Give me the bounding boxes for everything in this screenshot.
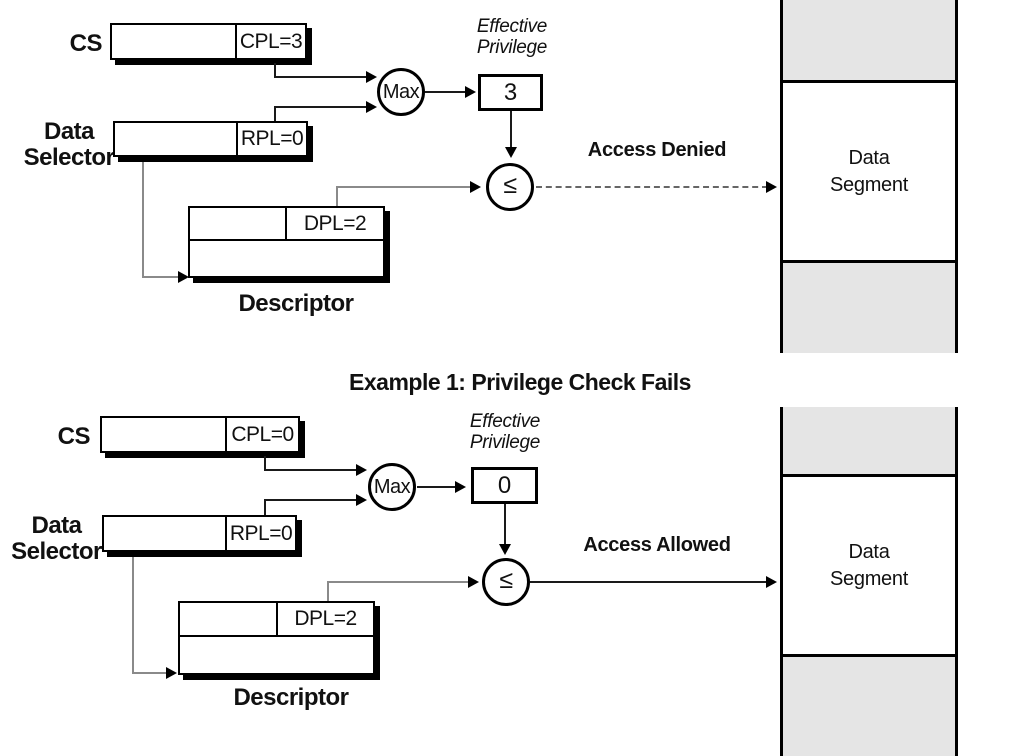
selector-to-max-connector bbox=[274, 107, 276, 121]
arrowhead-icon bbox=[178, 271, 189, 283]
data-selector-box: RPL=0 bbox=[102, 515, 297, 552]
effective-privilege-label-line1: Effective bbox=[469, 411, 541, 432]
arrowhead-icon bbox=[468, 576, 479, 588]
data-selector-label-line1: Data bbox=[31, 512, 82, 539]
comparator-node: ≤ bbox=[482, 558, 530, 606]
effective-privilege-label: Effective Privilege bbox=[462, 16, 562, 58]
data-selector-label-line2: Selector bbox=[23, 144, 115, 171]
cs-to-max-connector bbox=[264, 456, 266, 471]
arrowhead-icon bbox=[766, 181, 777, 193]
arrowhead-icon bbox=[366, 71, 377, 83]
data-segment-label-line1: Data bbox=[848, 540, 890, 563]
cpl-field: CPL=0 bbox=[225, 418, 298, 451]
dpl-field: DPL=2 bbox=[285, 208, 383, 239]
data-segment-cell: Data Segment bbox=[783, 83, 955, 263]
data-selector-label: Data Selector bbox=[20, 119, 118, 171]
data-selector-label: Data Selector bbox=[9, 513, 104, 565]
max-operator-node: Max bbox=[368, 463, 416, 511]
descriptor-upper-row: DPL=2 bbox=[190, 208, 383, 241]
descriptor-label: Descriptor bbox=[238, 290, 354, 317]
descriptor-to-comparator-connector bbox=[327, 581, 329, 601]
memory-column: Data Segment bbox=[780, 407, 958, 756]
arrowhead-icon bbox=[356, 464, 367, 476]
arrowhead-icon bbox=[470, 181, 481, 193]
data-segment-label-line2: Segment bbox=[830, 173, 908, 196]
access-allowed-line bbox=[530, 581, 768, 583]
cs-selector-box: CPL=3 bbox=[110, 23, 307, 60]
arrowhead-icon bbox=[356, 494, 367, 506]
comparator-node: ≤ bbox=[486, 163, 534, 211]
cpl-field: CPL=3 bbox=[235, 25, 305, 58]
cs-register-label: CS bbox=[57, 423, 91, 450]
descriptor-to-comparator-connector bbox=[336, 186, 338, 206]
rpl-field: RPL=0 bbox=[236, 123, 306, 155]
value-to-comparator-connector bbox=[504, 504, 506, 546]
memory-segment-other bbox=[783, 657, 955, 756]
arrowhead-icon bbox=[455, 481, 466, 493]
rpl-field: RPL=0 bbox=[225, 517, 295, 550]
arrowhead-icon bbox=[366, 101, 377, 113]
descriptor-to-comparator-connector bbox=[327, 581, 468, 583]
data-selector-box: RPL=0 bbox=[113, 121, 308, 157]
cs-selector-box: CPL=0 bbox=[100, 416, 300, 453]
max-operator-node: Max bbox=[377, 68, 425, 116]
selector-to-descriptor-connector bbox=[132, 557, 134, 673]
selector-to-max-connector bbox=[264, 500, 266, 515]
data-selector-label-line1: Data bbox=[43, 118, 95, 145]
cs-to-max-connector bbox=[274, 63, 276, 78]
effective-privilege-value-box: 0 bbox=[471, 467, 538, 504]
effective-privilege-label: Effective Privilege bbox=[455, 411, 555, 453]
arrowhead-icon bbox=[499, 544, 511, 555]
arrowhead-icon bbox=[766, 576, 777, 588]
arrowhead-icon bbox=[465, 86, 476, 98]
memory-segment-other bbox=[783, 0, 955, 83]
memory-segment-other bbox=[783, 263, 955, 353]
descriptor-upper-row: DPL=2 bbox=[180, 603, 373, 637]
cs-register-label: CS bbox=[69, 30, 103, 57]
selector-to-descriptor-connector bbox=[132, 672, 166, 674]
memory-column: Data Segment bbox=[780, 0, 958, 353]
effective-privilege-label-line1: Effective bbox=[476, 16, 548, 37]
selector-to-descriptor-connector bbox=[142, 276, 178, 278]
descriptor-box: DPL=2 bbox=[188, 206, 385, 278]
descriptor-label: Descriptor bbox=[233, 684, 349, 711]
effective-privilege-label-line2: Privilege bbox=[469, 432, 541, 453]
selector-to-max-connector bbox=[274, 106, 368, 108]
max-to-value-connector bbox=[417, 486, 457, 488]
arrowhead-icon bbox=[166, 667, 177, 679]
dpl-field: DPL=2 bbox=[276, 603, 373, 635]
effective-privilege-label-line2: Privilege bbox=[476, 37, 548, 58]
memory-segment-other bbox=[783, 407, 955, 477]
figure-caption: Example 1: Privilege Check Fails bbox=[349, 369, 691, 395]
selector-to-descriptor-connector bbox=[142, 162, 144, 276]
cs-to-max-connector bbox=[264, 469, 356, 471]
data-segment-cell: Data Segment bbox=[783, 477, 955, 657]
access-denied-dashed-line bbox=[536, 186, 768, 188]
access-result-label: Access Denied bbox=[587, 139, 727, 161]
descriptor-to-comparator-connector bbox=[336, 186, 470, 188]
max-to-value-connector bbox=[425, 91, 465, 93]
descriptor-box: DPL=2 bbox=[178, 601, 375, 675]
effective-privilege-value-box: 3 bbox=[478, 74, 543, 111]
selector-to-max-connector bbox=[264, 499, 356, 501]
arrowhead-icon bbox=[505, 147, 517, 158]
access-result-label: Access Allowed bbox=[583, 534, 731, 556]
data-segment-label-line2: Segment bbox=[830, 567, 908, 590]
value-to-comparator-connector bbox=[510, 111, 512, 149]
cs-to-max-connector bbox=[274, 76, 368, 78]
data-selector-label-line2: Selector bbox=[11, 538, 102, 565]
data-segment-label-line1: Data bbox=[848, 146, 890, 169]
